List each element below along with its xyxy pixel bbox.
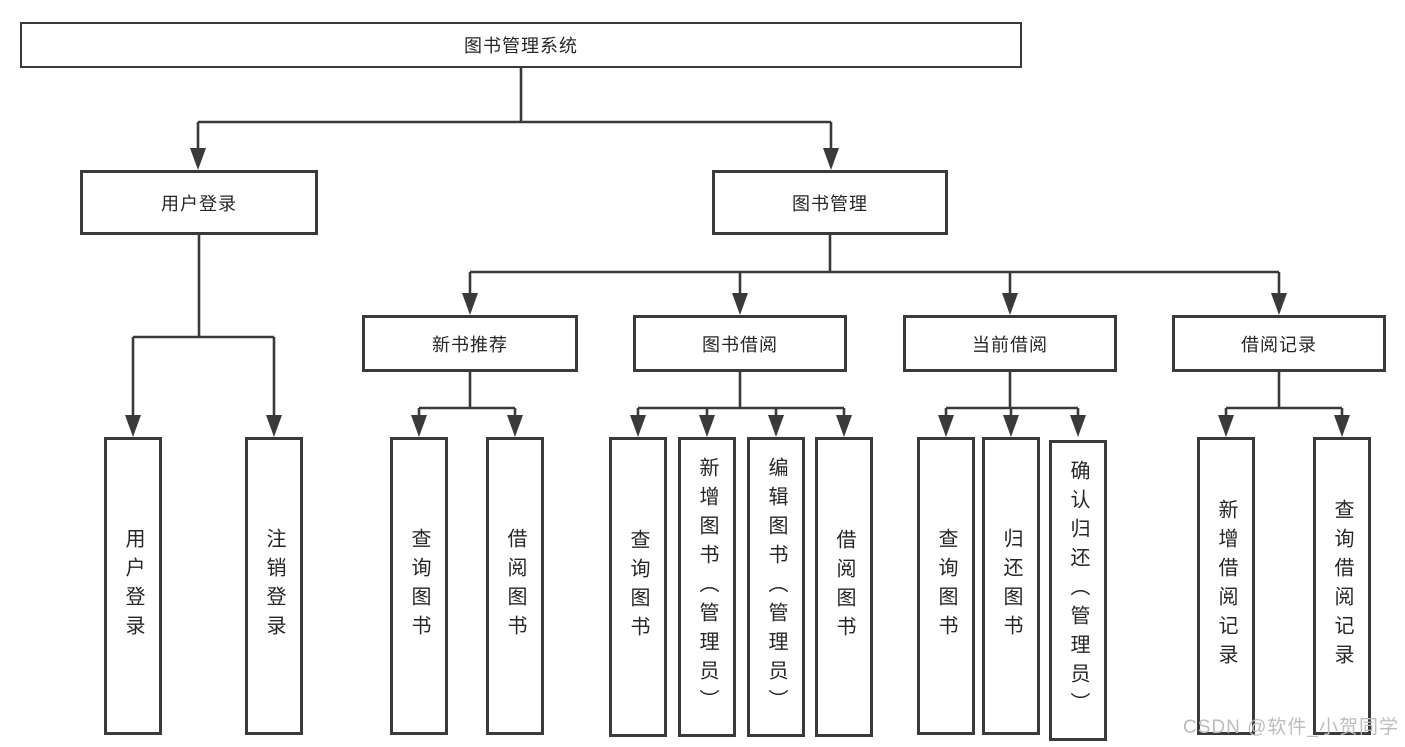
- leaf-bb-add-books-admin-label: 新增图书（管理员）: [696, 456, 718, 718]
- leaf-cb-confirm-return-admin-label: 确认归还（管理员）: [1067, 460, 1089, 721]
- leaf-br-add-record-label: 新增借阅记录: [1215, 499, 1237, 673]
- watermark: CSDN @软件_小贺同学: [1183, 717, 1399, 738]
- leaf-user-login: 用户登录: [104, 437, 162, 735]
- leaf-nb-query-books: 查询图书: [390, 437, 448, 735]
- leaf-cb-query-books: 查询图书: [917, 437, 975, 735]
- leaf-cb-return-books-label: 归还图书: [1000, 528, 1022, 644]
- leaf-bb-query-books: 查询图书: [609, 437, 667, 737]
- leaf-nb-query-books-label: 查询图书: [408, 528, 430, 644]
- node-book-borrow: 图书借阅: [633, 315, 847, 372]
- leaf-cb-query-books-label: 查询图书: [935, 528, 957, 644]
- leaf-nb-borrow-books-label: 借阅图书: [504, 528, 526, 644]
- node-new-book-recommend: 新书推荐: [362, 315, 578, 372]
- leaf-br-query-record: 查询借阅记录: [1313, 437, 1371, 735]
- leaf-cb-return-books: 归还图书: [982, 437, 1040, 735]
- leaf-cb-confirm-return-admin: 确认归还（管理员）: [1049, 440, 1107, 741]
- leaf-user-login-label: 用户登录: [122, 528, 144, 644]
- leaf-logout-label: 注销登录: [263, 528, 285, 644]
- leaf-logout: 注销登录: [245, 437, 303, 735]
- node-book-management: 图书管理: [712, 170, 948, 235]
- leaf-bb-query-books-label: 查询图书: [627, 529, 649, 645]
- leaf-bb-add-books-admin: 新增图书（管理员）: [678, 437, 736, 737]
- node-user-login: 用户登录: [80, 170, 318, 235]
- leaf-bb-borrow-books: 借阅图书: [815, 437, 873, 737]
- leaf-br-query-record-label: 查询借阅记录: [1331, 499, 1353, 673]
- leaf-bb-edit-books-admin: 编辑图书（管理员）: [747, 437, 805, 737]
- node-current-borrow: 当前借阅: [903, 315, 1117, 372]
- node-borrow-records: 借阅记录: [1172, 315, 1386, 372]
- leaf-bb-borrow-books-label: 借阅图书: [833, 529, 855, 645]
- leaf-nb-borrow-books: 借阅图书: [486, 437, 544, 735]
- node-library-system: 图书管理系统: [20, 22, 1022, 68]
- leaf-bb-edit-books-admin-label: 编辑图书（管理员）: [765, 456, 787, 718]
- leaf-br-add-record: 新增借阅记录: [1197, 437, 1255, 735]
